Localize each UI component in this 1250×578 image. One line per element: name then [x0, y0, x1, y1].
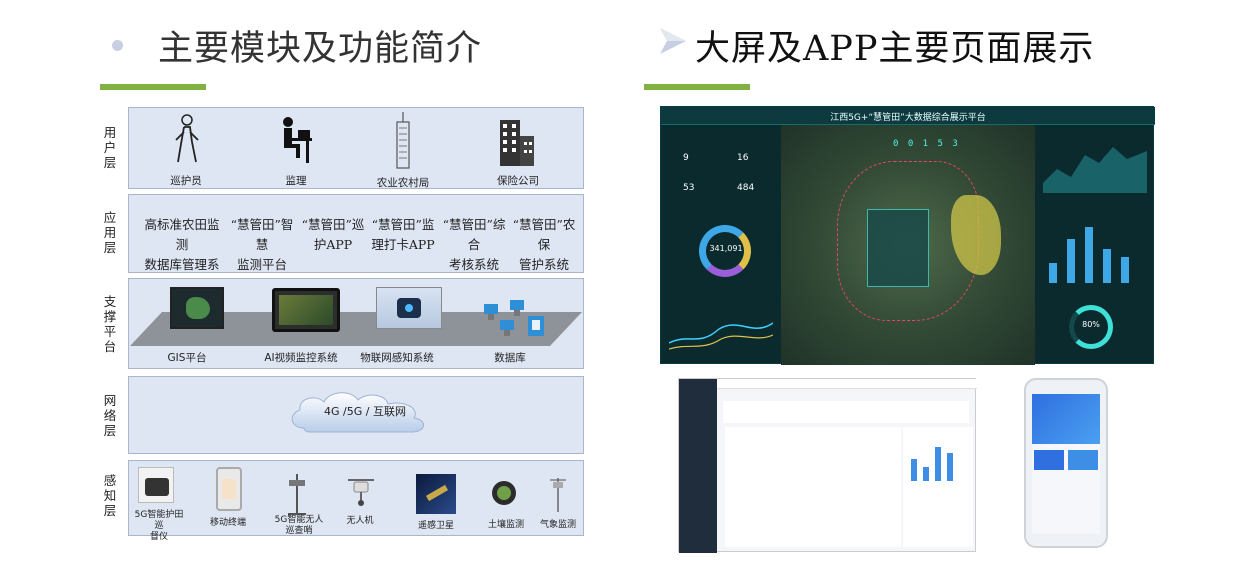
dashboard-area-chart: [1043, 147, 1147, 193]
app-item-assessment-line2: 考核系统: [448, 257, 499, 272]
arrow-icon: [660, 28, 686, 54]
right-title: 大屏及APP主要页面展示: [695, 29, 1095, 69]
stat-2: 53: [683, 183, 695, 193]
sense-item-patrol-line1: 5G智能护田巡: [134, 510, 184, 531]
satellite-image: [416, 474, 456, 514]
patrol-device-image: [138, 467, 174, 503]
support-item-ai-video: AI视频监控系统: [264, 352, 338, 364]
support-item-iot: 物联网感知系统: [360, 352, 434, 364]
dashboard-ring-chart: [699, 225, 751, 277]
layer-label-app: 应用层: [103, 210, 117, 255]
sense-item-sentinel: 5G智能无人 巡查哨: [272, 515, 326, 537]
user-item-agri-bureau: 农业农村局: [376, 177, 430, 189]
sense-item-sentinel-line2: 巡查哨: [285, 526, 313, 536]
layer-label-network: 网络层: [103, 393, 117, 438]
soil-sensor-icon: [492, 481, 516, 505]
dashboard-line-chart: [669, 322, 773, 350]
app-layer-panel: [128, 194, 584, 273]
sense-item-sentinel-line1: 5G智能无人: [274, 515, 324, 525]
sense-item-satellite: 遥感卫星: [417, 521, 454, 531]
dashboard-ring-counter: 341,091: [709, 244, 743, 253]
web-admin-screenshot: [678, 378, 977, 553]
bullet-dot: [112, 40, 123, 51]
layer-label-support: 支撑平台: [103, 294, 117, 354]
app-item-protection: “慧管田”农保 管护系统: [508, 215, 580, 275]
dashboard-bar-chart: [1049, 227, 1129, 283]
app-item-checkin-line1: “慧管田”监: [371, 217, 435, 232]
ai-video-tablet-image: [272, 288, 340, 332]
support-item-gis: GIS平台: [167, 352, 207, 364]
app-item-patrol-app: “慧管田”巡 护APP: [300, 215, 366, 255]
gis-screen-image: [170, 287, 224, 329]
app-item-assessment: “慧管田”综合 考核系统: [438, 215, 510, 275]
database-servers-icon: [484, 300, 544, 336]
app-item-protection-line2: 管护系统: [518, 257, 569, 272]
app-item-patrol-line2: 护APP: [313, 237, 353, 252]
dashboard-title: 江西5G+“慧管田”大数据综合展示平台: [830, 113, 986, 123]
user-item-patrol: 巡护员: [170, 175, 202, 187]
left-title: 主要模块及功能简介: [158, 29, 483, 69]
sense-item-patrol-line2: 督仪: [149, 532, 168, 542]
right-title-underline: [644, 84, 750, 90]
patrol-person-icon: [175, 114, 199, 163]
sense-item-soil: 土壤监测: [487, 520, 524, 530]
user-item-insurance: 保险公司: [497, 175, 539, 187]
app-item-monitor-line1: “慧管田”智慧: [230, 217, 294, 252]
app-item-checkin-line2: 理打卡APP: [371, 237, 435, 252]
sense-item-mobile: 移动终端: [209, 518, 246, 528]
dashboard-gauge: [1069, 305, 1113, 349]
layer-label-sense: 感知层: [103, 473, 117, 518]
platform-floor: [130, 312, 582, 346]
layer-label-user: 用户层: [103, 125, 117, 170]
dashboard-stats: 9 16 53 484: [669, 147, 773, 203]
drone-icon: [348, 479, 374, 506]
network-text: 4G /5G / 互联网: [324, 405, 406, 418]
dashboard-screenshot: 江西5G+“慧管田”大数据综合展示平台 0 0 1 5 3 9 16 53 48…: [660, 106, 1155, 365]
web-bar-chart: [911, 447, 953, 481]
dashboard-top-counter: 0 0 1 5 3: [893, 139, 960, 149]
left-title-underline: [100, 84, 206, 90]
dashboard-map: 0 0 1 5 3: [781, 125, 1035, 365]
app-item-monitor-platform: “慧管田”智慧 监测平台: [226, 215, 298, 275]
stat-3: 484: [737, 183, 755, 193]
iot-cloud-image: [376, 287, 442, 329]
phone-screenshot: [1024, 378, 1108, 548]
patrol-sentinel-icon: [288, 474, 306, 515]
dashboard-gauge-value: 80%: [1082, 320, 1100, 329]
sense-item-patrol-device: 5G智能护田巡 督仪: [132, 510, 186, 543]
government-building-icon: [396, 112, 410, 169]
app-item-assessment-line1: “慧管田”综合: [442, 217, 506, 252]
user-item-supervisor: 监理: [285, 175, 307, 187]
app-item-monitor-line2: 监测平台: [236, 257, 287, 272]
insurance-company-building-icon: [500, 120, 534, 166]
sense-item-drone: 无人机: [346, 516, 374, 526]
app-item-protection-line1: “慧管田”农保: [512, 217, 576, 252]
cloud-icon: [291, 392, 424, 433]
stat-0: 9: [683, 153, 689, 163]
app-item-checkin-app: “慧管田”监 理打卡APP: [370, 215, 436, 255]
supervisor-desk-icon: [283, 117, 312, 163]
app-item-database-line1: 高标准农田监测: [144, 217, 220, 252]
stat-1: 16: [737, 153, 749, 163]
sense-item-weather: 气象监测: [539, 520, 576, 530]
weather-station-icon: [550, 478, 566, 512]
app-item-patrol-line1: “慧管田”巡: [301, 217, 365, 232]
mobile-terminal-image: [216, 467, 242, 511]
support-item-database: 数据库: [494, 352, 526, 364]
